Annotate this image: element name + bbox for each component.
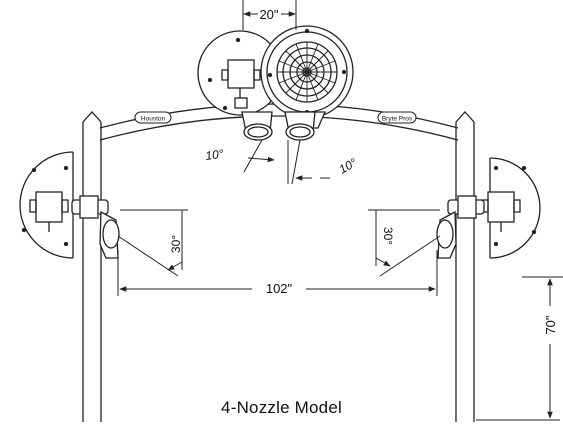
right-side-sprinkler	[436, 157, 541, 259]
name-plate-right: Bryte Pros	[377, 111, 417, 124]
right-post	[455, 111, 475, 422]
top-right-nozzle	[284, 111, 316, 141]
svg-text:Houston: Houston	[141, 116, 166, 123]
top-front-sprinkler	[260, 25, 354, 129]
dim-post-spacing	[117, 250, 438, 296]
dim-height	[476, 276, 563, 421]
name-plate-left: Houston	[134, 111, 172, 124]
dim-top-angles	[243, 139, 330, 185]
top-back-sprinkler	[197, 30, 283, 116]
left-side-angle-label: 30°	[169, 235, 183, 253]
svg-text:Bryte Pros: Bryte Pros	[382, 116, 413, 123]
left-side-sprinkler	[19, 151, 120, 259]
right-top-angle-label: 10°	[337, 155, 360, 176]
model-caption: 4-Nozzle Model	[221, 398, 342, 417]
right-side-angle-label: 30°	[381, 227, 395, 245]
left-top-angle-label: 10°	[204, 147, 224, 163]
dim-side-angles	[117, 209, 441, 277]
nozzle-spacing-label: 20"	[259, 7, 278, 22]
top-left-nozzle	[241, 111, 273, 141]
height-label: 70"	[543, 315, 558, 334]
left-post	[82, 111, 102, 422]
dim-nozzle-spacing	[242, 0, 297, 30]
post-spacing-label: 102"	[266, 281, 293, 296]
